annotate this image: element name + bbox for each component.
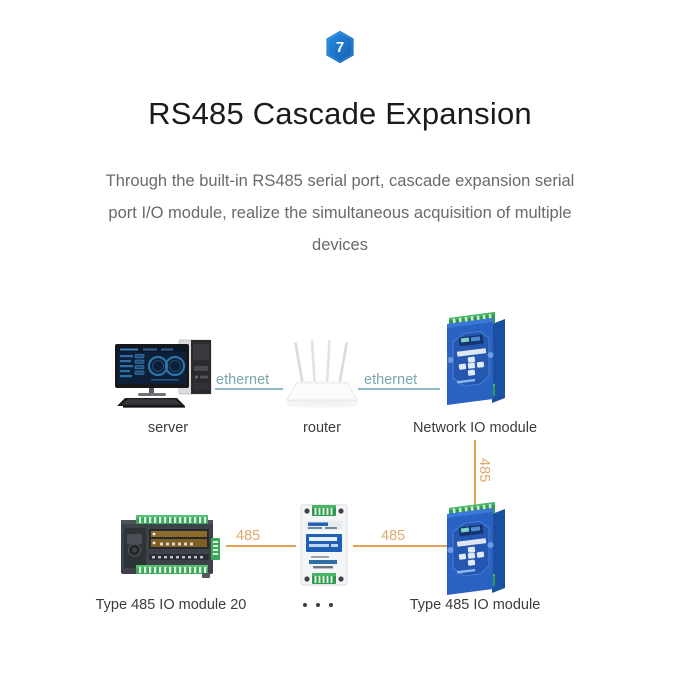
hexagon-icon	[326, 30, 354, 64]
node-network-io-module	[437, 310, 513, 410]
node-type-485-io-module	[437, 500, 513, 600]
dark-plc-io-module-icon	[121, 515, 220, 578]
ellipsis-dot	[329, 603, 333, 607]
link-line-network-io-to-485-io	[474, 440, 476, 512]
link-line-router-network-io	[358, 388, 440, 390]
link-label-router-network-io: ethernet	[364, 372, 418, 388]
node-router	[281, 336, 363, 408]
ellipsis-indicator	[303, 603, 333, 607]
node-label-router: router	[303, 420, 341, 436]
hexagon-badge: 7	[325, 30, 355, 64]
ellipsis-dot	[303, 603, 307, 607]
node-server	[113, 336, 223, 408]
page-description: Through the built-in RS485 serial port, …	[105, 172, 575, 254]
step-badge-container: 7	[0, 30, 680, 64]
link-label-converter-to-485-io: 485	[381, 528, 406, 544]
desktop-computer-icon	[115, 339, 212, 408]
node-label-network-io-module: Network IO module	[412, 420, 538, 436]
blue-din-rail-module-icon	[447, 502, 505, 595]
link-label-io20-to-converter: 485	[236, 528, 261, 544]
link-label-network-io-to-485-io: 485	[476, 458, 492, 483]
ellipsis-dot	[316, 603, 320, 607]
link-line-converter-to-485-io	[353, 545, 448, 547]
link-label-server-router: ethernet	[216, 372, 270, 388]
wifi-router-icon	[286, 340, 358, 408]
node-serial-converter	[297, 503, 351, 587]
white-serial-module-icon	[300, 504, 348, 586]
node-label-type-485-io-module: Type 485 IO module	[409, 597, 541, 613]
link-line-server-router	[215, 388, 283, 390]
blue-din-rail-module-icon	[447, 312, 505, 405]
node-type-485-io-module-20	[118, 512, 222, 582]
node-label-type-485-io-module-20: Type 485 IO module 20	[95, 597, 247, 613]
page-title: RS485 Cascade Expansion	[148, 96, 532, 131]
badge-number: 7	[335, 38, 345, 56]
node-label-server: server	[147, 420, 189, 436]
link-line-io20-to-converter	[226, 545, 296, 547]
